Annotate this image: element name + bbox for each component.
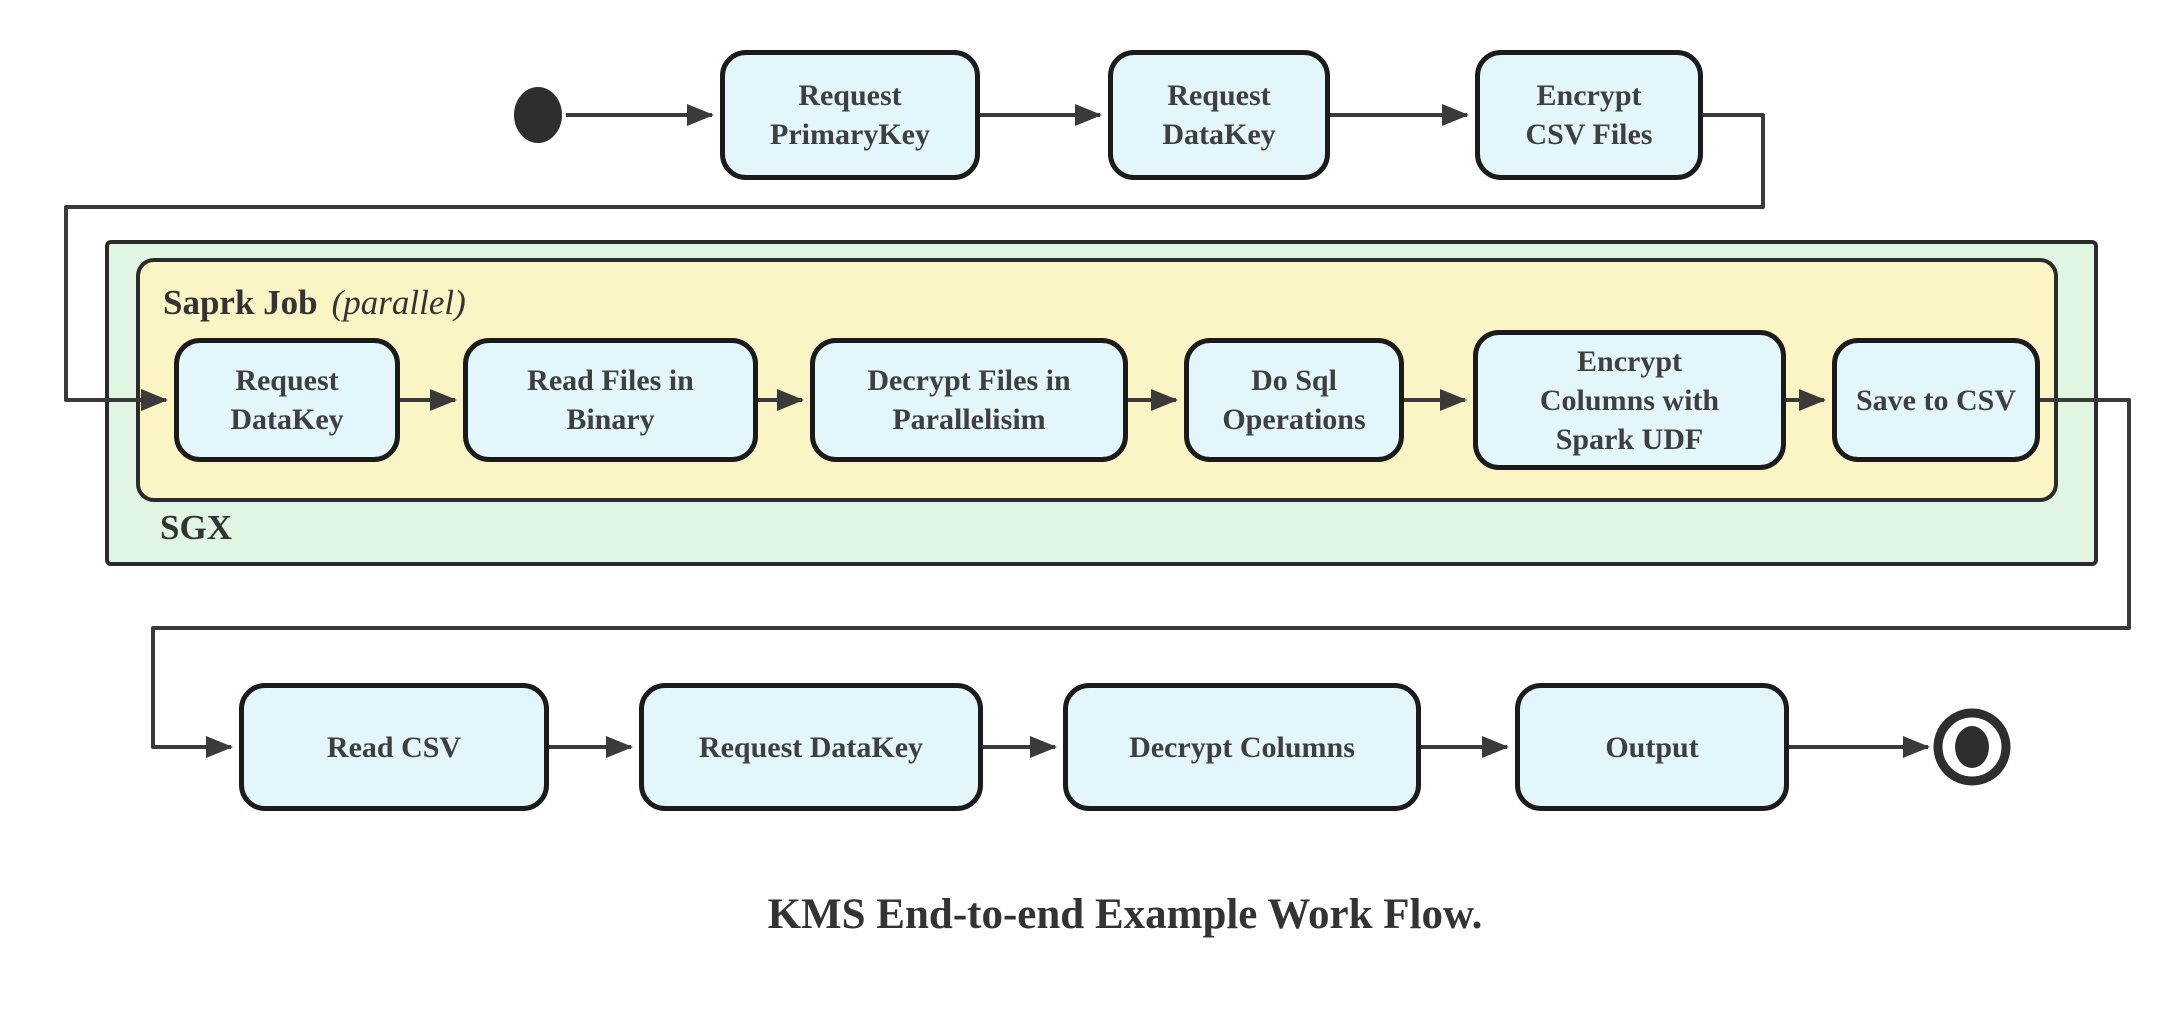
spark-job-mode: (parallel) <box>331 283 466 322</box>
end-node <box>1955 726 1989 768</box>
start-node <box>514 87 562 143</box>
node-encrypt-columns-with-spark-udf: Encrypt Columns with Spark UDF <box>1473 330 1786 470</box>
node-read-csv: Read CSV <box>239 683 549 811</box>
node-request-datakey-bottom: Request DataKey <box>639 683 983 811</box>
node-decrypt-columns: Decrypt Columns <box>1063 683 1421 811</box>
node-save-to-csv: Save to CSV <box>1832 338 2040 462</box>
spark-job-title: Saprk Job <box>163 283 318 322</box>
spark-job-label: Saprk Job (parallel) <box>163 283 466 323</box>
edge-encrypt-csv-to-sgx-request-datakey <box>64 113 1765 411</box>
node-request-datakey-top: Request DataKey <box>1108 50 1330 180</box>
node-sgx-request-datakey: Request DataKey <box>174 338 400 462</box>
node-request-primarykey: Request PrimaryKey <box>720 50 980 180</box>
node-encrypt-csv-files: Encrypt CSV Files <box>1475 50 1703 180</box>
edge-save-csv-to-read-csv <box>151 398 2131 758</box>
diagram-caption: KMS End-to-end Example Work Flow. <box>767 891 1483 938</box>
node-do-sql-operations: Do Sql Operations <box>1184 338 1404 462</box>
sgx-label: SGX <box>160 508 232 547</box>
node-read-files-in-binary: Read Files in Binary <box>463 338 758 462</box>
node-output: Output <box>1515 683 1789 811</box>
node-decrypt-files-in-parallelisim: Decrypt Files in Parallelisim <box>810 338 1128 462</box>
